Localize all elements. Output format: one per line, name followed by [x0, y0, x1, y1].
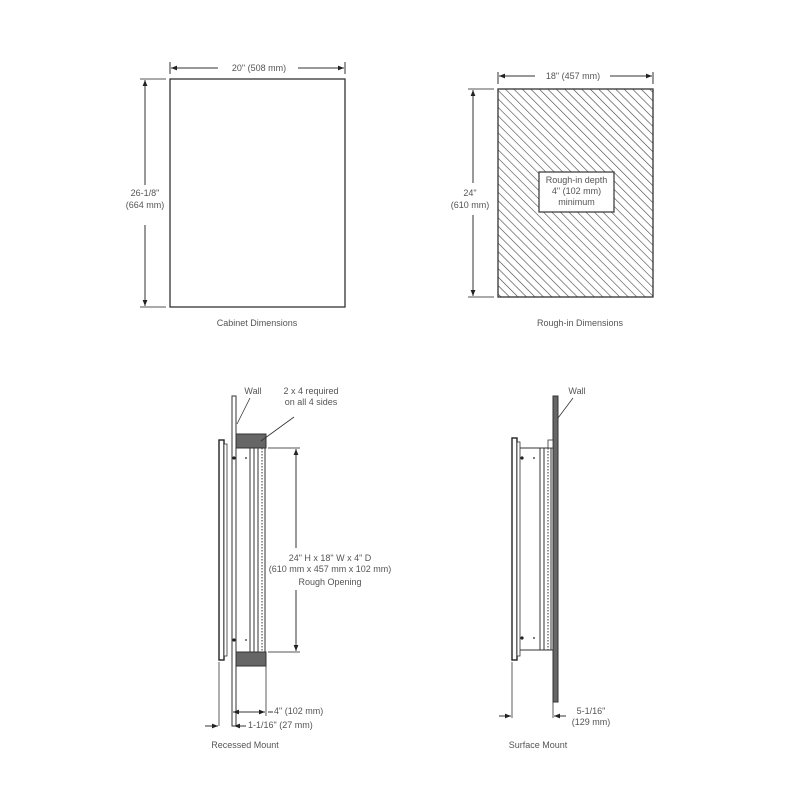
- recessed-depth-label: 4" (102 mm): [274, 706, 324, 716]
- recessed-mount-diagram: [205, 395, 300, 729]
- rough-in-width-label: 18" (457 mm): [545, 71, 601, 81]
- cabinet-diagram: [140, 62, 346, 308]
- recessed-wall-label: Wall: [244, 386, 262, 396]
- stud-note-line-1: 2 x 4 required: [283, 386, 339, 396]
- rough-in-height-label-2: (610 mm): [450, 200, 490, 210]
- rough-opening-line-1: 24" H x 18" W x 4" D: [288, 553, 372, 563]
- rough-in-depth-line-1: Rough-in depth: [545, 175, 608, 185]
- surface-depth-line-1: 5-1/16": [576, 706, 606, 716]
- surface-mount-diagram: [499, 395, 574, 719]
- cabinet-width-label: 20" (508 mm): [231, 63, 287, 73]
- surface-depth-line-2: (129 mm): [571, 717, 611, 727]
- cabinet-height-label-2: (664 mm): [125, 200, 165, 210]
- stud-note-line-2: on all 4 sides: [284, 397, 338, 407]
- rough-opening-line-2: (610 mm x 457 mm x 102 mm): [268, 564, 392, 574]
- surface-caption: Surface Mount: [508, 740, 568, 750]
- recessed-offset-label: 1-1/16" (27 mm): [248, 720, 313, 730]
- rough-in-depth-line-3: minimum: [558, 197, 595, 207]
- rough-in-depth-line-2: 4" (102 mm): [551, 186, 602, 196]
- rough-in-height-label-1: 24": [463, 188, 477, 198]
- cabinet-height-label-1: 26-1/8": [130, 188, 160, 198]
- rough-opening-line-3: Rough Opening: [298, 577, 362, 587]
- cabinet-caption: Cabinet Dimensions: [216, 318, 298, 328]
- rough-in-diagram: [468, 72, 654, 298]
- surface-wall-label: Wall: [568, 386, 586, 396]
- recessed-caption: Recessed Mount: [211, 740, 279, 750]
- rough-in-caption: Rough-in Dimensions: [536, 318, 624, 328]
